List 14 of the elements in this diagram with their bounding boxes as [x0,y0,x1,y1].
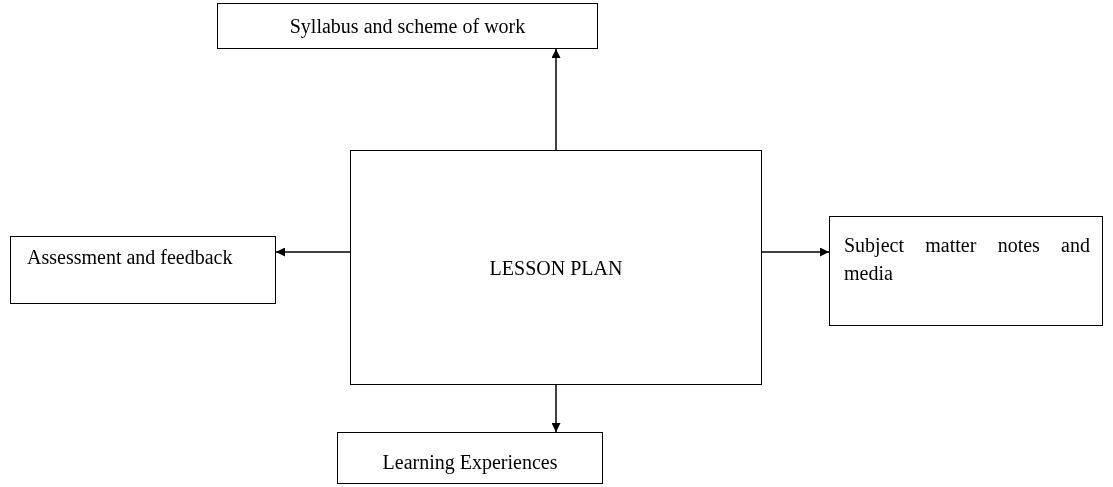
box-label: Syllabus and scheme of work [289,14,526,40]
arrow [551,384,561,433]
text-box [829,216,1103,326]
arrow [761,247,830,257]
box-label: Subject matter notes and media [844,233,1090,286]
text-box [337,432,603,484]
arrow [551,48,561,151]
box-label: Assessment and feedback [27,245,234,270]
arrow [275,247,351,257]
box-label: LESSON PLAN [489,255,623,281]
text-box [350,150,762,385]
text-box [217,3,598,49]
box-label: Learning Experiences [382,450,558,476]
text-box [10,236,276,304]
